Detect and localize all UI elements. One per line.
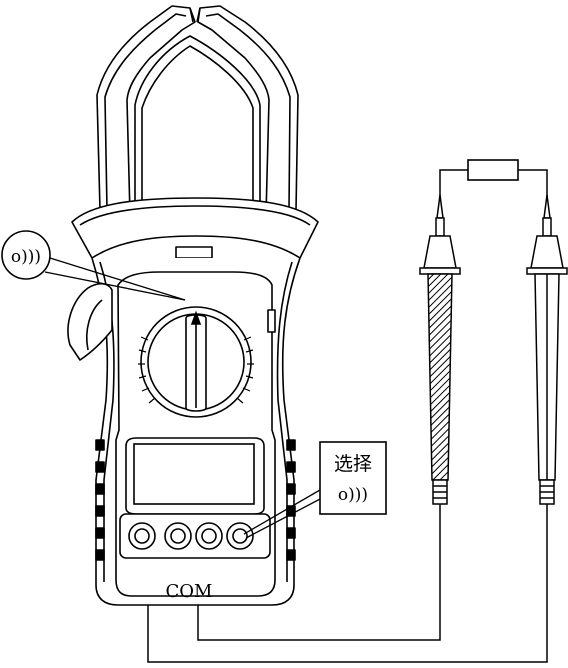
jaw-trigger bbox=[67, 282, 113, 361]
select-label: 选择 bbox=[334, 453, 372, 475]
jack-1 bbox=[128, 522, 156, 550]
test-lead-wires bbox=[147, 169, 548, 663]
head-guard bbox=[71, 197, 319, 259]
rotary-dial[interactable] bbox=[138, 306, 254, 418]
jaw-indicator-window bbox=[175, 246, 213, 259]
com-label: COM bbox=[166, 581, 213, 602]
right-jaw bbox=[197, 5, 299, 216]
left-jaw bbox=[96, 5, 196, 216]
input-jacks bbox=[119, 513, 271, 559]
dial-continuity-symbol: o))) bbox=[11, 247, 41, 267]
test-probe-left bbox=[419, 194, 461, 505]
resistor-icon bbox=[467, 159, 519, 181]
lcd-display bbox=[125, 437, 265, 515]
dial-callout bbox=[1, 230, 186, 301]
clamp-jaws bbox=[96, 5, 299, 216]
wire-left bbox=[197, 504, 441, 641]
test-probe-right bbox=[526, 194, 568, 505]
jack-3 bbox=[195, 522, 223, 550]
jack-2 bbox=[164, 522, 192, 550]
select-continuity-symbol: o))) bbox=[338, 485, 368, 505]
wire-right bbox=[147, 504, 548, 663]
jack-4 bbox=[226, 522, 254, 550]
dial-pointer bbox=[190, 310, 202, 325]
select-callout bbox=[243, 441, 387, 539]
